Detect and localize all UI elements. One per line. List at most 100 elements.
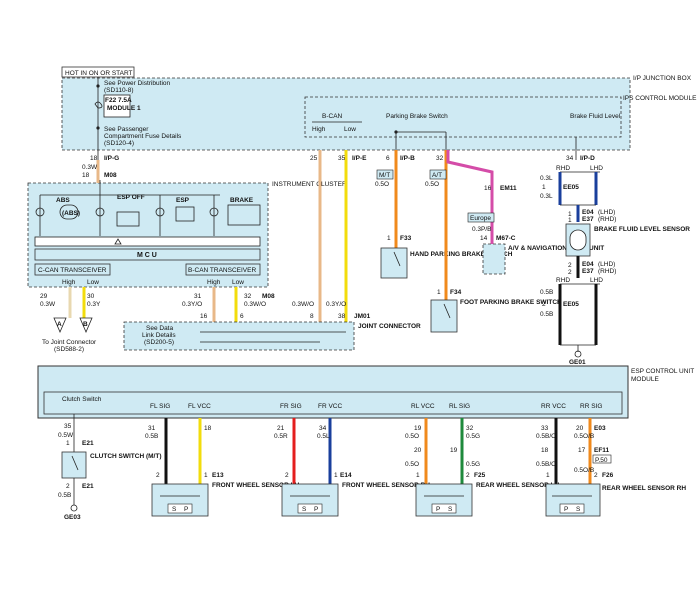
- pin-20-rl: 20: [414, 447, 422, 454]
- parking-brake-label: Parking Brake Switch: [386, 113, 448, 120]
- conn-m67c: M67-C: [496, 235, 516, 242]
- pin-19-rl-b: 19: [450, 447, 458, 454]
- fr-vcc-label: FR VCC: [318, 403, 343, 410]
- fl-p: P: [184, 506, 188, 513]
- ccan-label: C-CAN TRANSCEIVER: [38, 267, 107, 274]
- esp-module-title: MODULE: [631, 376, 659, 383]
- mt-tag: [376, 169, 394, 180]
- pin-6-ipb: 6: [386, 155, 390, 162]
- fuse-module: MODULE 1: [107, 105, 141, 112]
- conn-p50: P.50: [595, 457, 608, 464]
- pin-6-jm: 6: [240, 313, 244, 320]
- foot-brake-title: FOOT PARKING BRAKE SWITCH: [460, 299, 562, 306]
- ccan-low: Low: [87, 279, 99, 286]
- lhd-tag-1: LHD: [590, 165, 603, 172]
- pin-16-jm: 16: [200, 313, 208, 320]
- wire-05bo-rr-b: 0.5B/O: [536, 461, 556, 468]
- pin-1-e21: 1: [66, 440, 70, 447]
- rr-s: S: [576, 506, 581, 513]
- pin-34-ipd: 34: [566, 155, 574, 162]
- front-rh-title: FRONT WHEEL SENSOR RH: [342, 482, 430, 489]
- lhd-tag-2: LHD: [590, 277, 603, 284]
- conn-jm01: JM01: [354, 313, 371, 320]
- conn-f26: F26: [602, 472, 614, 479]
- rhd-tag-2: RHD: [556, 277, 570, 284]
- conn-e14: E14: [340, 472, 352, 479]
- conn-m08-cl: M08: [262, 293, 275, 300]
- pin-2-e04: 2: [568, 262, 572, 269]
- pin-38-jm: 38: [338, 313, 346, 320]
- wire-05l-fr: 0.5L: [317, 433, 330, 440]
- pin-33-rr: 33: [541, 425, 549, 432]
- conn-ee05-a: EE05: [563, 184, 579, 191]
- e04-lhd-a: (LHD): [598, 209, 615, 216]
- pin-1-f25: 1: [416, 472, 420, 479]
- fr-sig-label: FR SIG: [280, 403, 302, 410]
- ips-control-module: [304, 96, 622, 138]
- europe-tag: [467, 212, 495, 223]
- rr-vcc-label: RR VCC: [541, 403, 566, 410]
- rl-vcc-label: RL VCC: [411, 403, 435, 410]
- wire-05o-hand: 0.5O: [375, 181, 389, 188]
- conn-f25: F25: [474, 472, 486, 479]
- pin-2-e14: 2: [285, 472, 289, 479]
- esp-off-label: ESP OFF: [117, 194, 145, 201]
- wire-03y: 0.3Y: [87, 301, 101, 308]
- wire-05b-a: 0.5B: [540, 289, 553, 296]
- pin-30: 30: [87, 293, 95, 300]
- pin-1-e14: 1: [334, 472, 338, 479]
- fl-vcc-label: FL VCC: [188, 403, 211, 410]
- wire-03yo-ips: 0.3Y/O: [326, 301, 346, 308]
- conn-em11: EM11: [500, 185, 517, 192]
- conn-m08-top: M08: [104, 172, 117, 179]
- bcan2-high: High: [207, 279, 221, 286]
- rhd-tag-1: RHD: [556, 165, 570, 172]
- rl-s: S: [448, 506, 453, 513]
- pin-18-ipg: 18: [90, 155, 98, 162]
- ccan-transceiver: [34, 263, 111, 276]
- junction-box-title: I/P JUNCTION BOX: [633, 75, 692, 82]
- pin-18-fl: 18: [204, 425, 212, 432]
- brake-label: BRAKE: [230, 197, 254, 204]
- to-joint-ref: (SD588-2): [54, 346, 84, 353]
- mt-label: M/T: [379, 172, 390, 179]
- conn-ipd: I/P-D: [580, 155, 595, 162]
- joint-b-symbol: [79, 317, 93, 334]
- conn-ipe: I/P-E: [352, 155, 367, 162]
- wire-05b-fl: 0.5B: [145, 433, 158, 440]
- rear-rh-title: REAR WHEEL SENSOR RH: [602, 485, 686, 492]
- conn-e21-b: E21: [82, 483, 94, 490]
- conn-ee05-b: EE05: [563, 301, 579, 308]
- pin-32-m08: 32: [244, 293, 252, 300]
- data-link: Link Details: [142, 332, 176, 339]
- wire-05g-rl-a: 0.5G: [466, 433, 480, 440]
- conn-e37-b: E37: [582, 268, 594, 275]
- clutch-sw-label: Clutch Switch: [62, 396, 102, 403]
- ips-title: IPS CONTROL MODULE: [623, 95, 697, 102]
- data-ref: (SD200-5): [144, 339, 174, 346]
- rl-p: P: [436, 506, 440, 513]
- joint-a-symbol: [53, 317, 67, 334]
- wire-03l-a: 0.3L: [540, 175, 553, 182]
- pin-35: 35: [338, 155, 346, 162]
- bcan-low: Low: [344, 126, 356, 133]
- wire-05ob-rr-b: 0.5O/B: [574, 467, 594, 474]
- to-joint-text: To Joint Connector: [42, 339, 97, 346]
- av-head-title: A/V & NAVIGATION HEAD UNIT: [508, 245, 604, 252]
- pin-1-e04: 1: [568, 211, 572, 218]
- pin-17-rr: 17: [578, 447, 586, 454]
- wire-av-head: [446, 150, 494, 244]
- at-label: A/T: [432, 172, 442, 179]
- pass-fuse-ref: (SD120-4): [104, 140, 134, 147]
- pin-18-rr: 18: [541, 447, 549, 454]
- pin-2-f26: 2: [594, 472, 598, 479]
- power-dist-text: See Power Distribution: [104, 80, 170, 87]
- wire-05w: 0.5W: [58, 432, 74, 439]
- pin-1-e13: 1: [204, 472, 208, 479]
- fr-s: S: [302, 506, 307, 513]
- pin-31-fl: 31: [148, 425, 156, 432]
- fl-s: S: [172, 506, 177, 513]
- clutch-switch-box: [61, 451, 87, 479]
- pin-2-e21: 2: [66, 483, 70, 490]
- fuse-symbol: [94, 101, 103, 109]
